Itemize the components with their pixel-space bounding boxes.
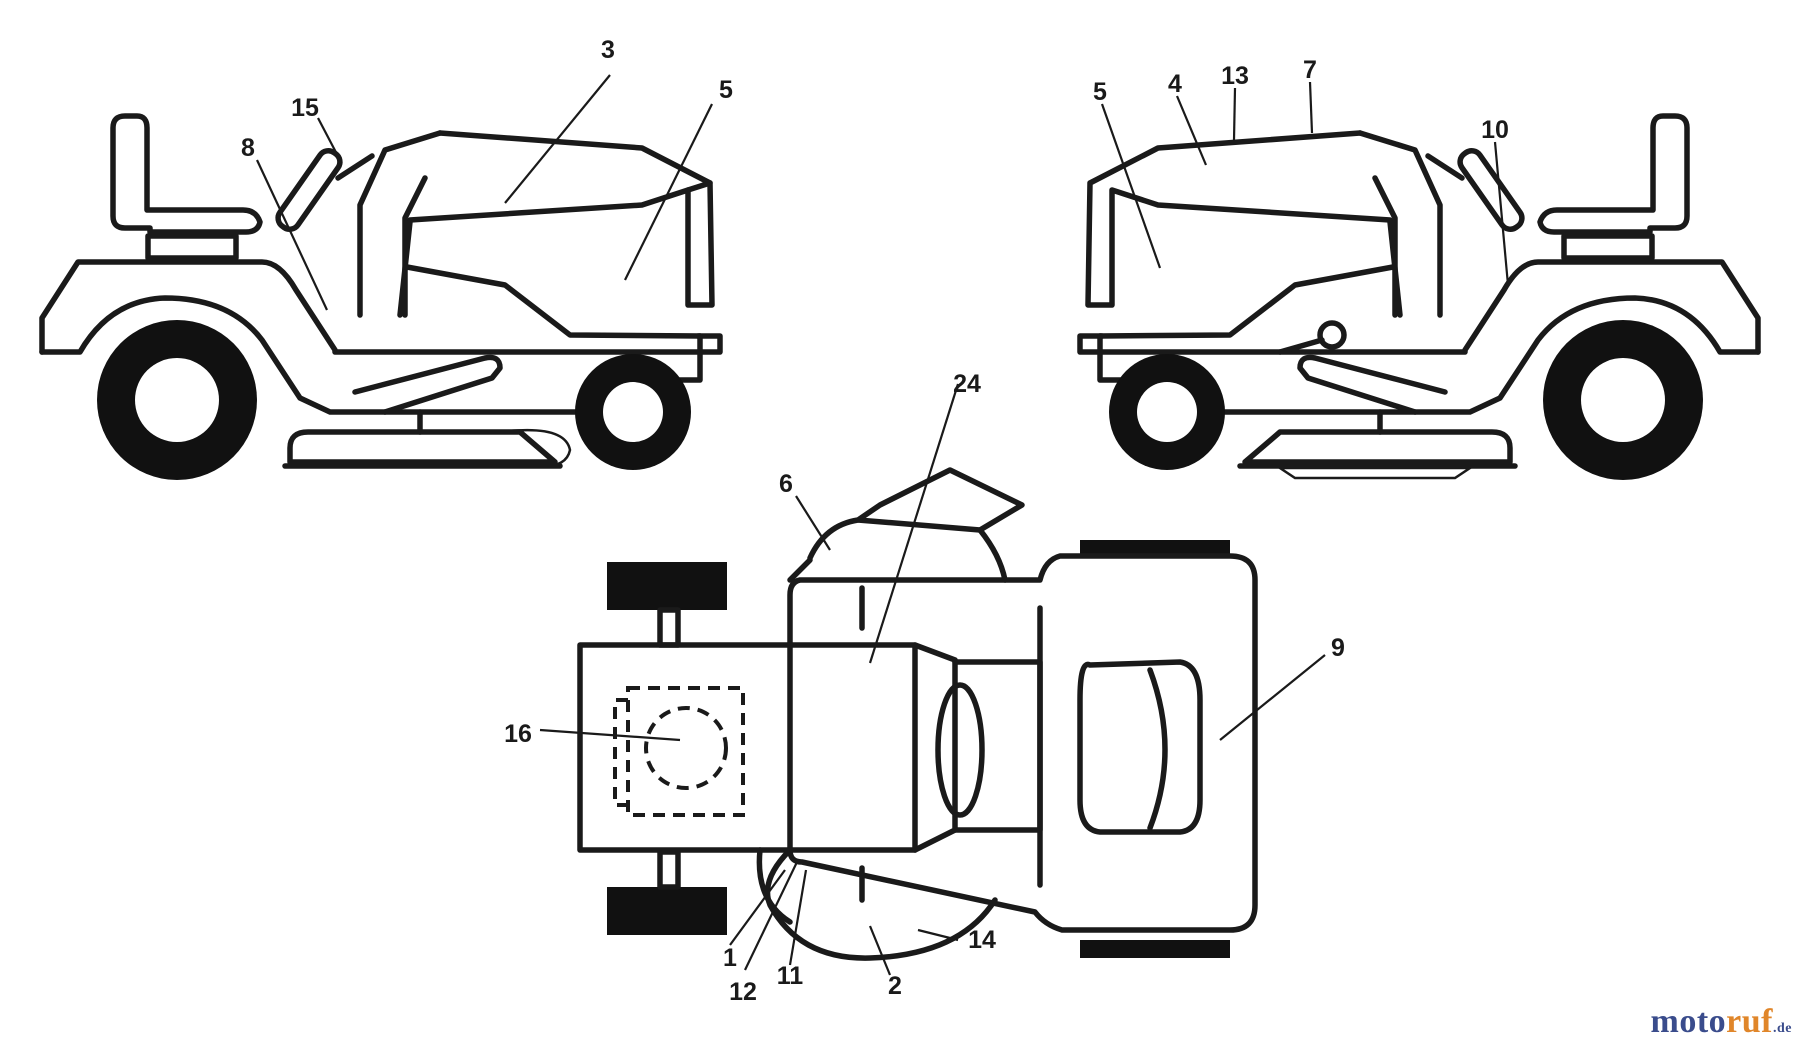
callout-15: 15 [291, 94, 319, 122]
callout-3: 3 [601, 36, 615, 64]
right-side-view-tractor [1077, 113, 1761, 480]
callout-9: 9 [1331, 634, 1345, 662]
callout-10: 10 [1481, 116, 1509, 144]
callout-12: 12 [729, 978, 757, 1006]
callout-16: 16 [504, 720, 532, 748]
motoruf-watermark: motoruf.de [1650, 1003, 1792, 1040]
callout-24: 24 [953, 370, 981, 398]
top-view-tractor [539, 383, 1326, 976]
callout-6: 6 [779, 470, 793, 498]
callout-14: 14 [968, 926, 996, 954]
callout-2: 2 [888, 972, 902, 1000]
left-side-view-tractor [39, 74, 723, 480]
right-view-leaders [1100, 81, 1510, 286]
callout-4: 4 [1168, 70, 1182, 98]
callout-5-left: 5 [719, 76, 733, 104]
callout-13: 13 [1221, 62, 1249, 90]
callout-labels: 3 5 15 8 5 4 13 7 10 24 6 16 9 1 12 11 2… [241, 36, 1509, 1006]
callout-11: 11 [777, 962, 804, 990]
callout-1: 1 [723, 944, 737, 972]
callout-8: 8 [241, 134, 255, 162]
callout-5-right: 5 [1093, 78, 1107, 106]
callout-7: 7 [1303, 56, 1317, 84]
